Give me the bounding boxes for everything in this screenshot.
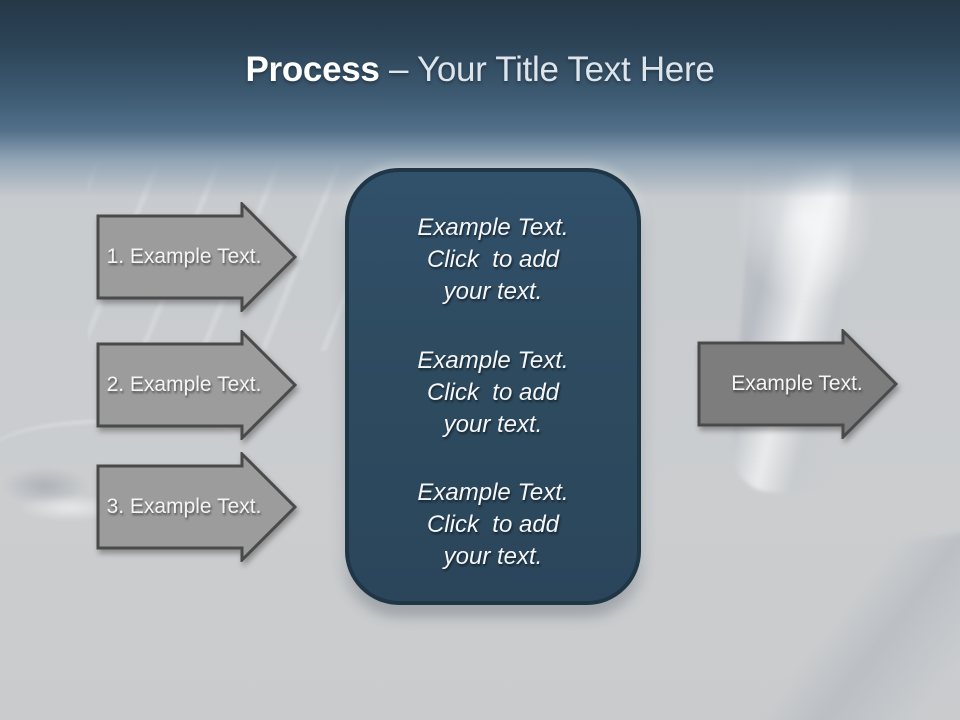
right-arrow-shape-icon <box>96 452 298 562</box>
step-1-label: 1. Example Text. <box>106 245 262 268</box>
background-corner-shade <box>664 527 960 720</box>
step-2-label: 2. Example Text. <box>106 373 262 396</box>
title-band: Process – Your Title Text Here <box>0 0 960 198</box>
process-description-box[interactable]: Example Text. Click to add your text. Ex… <box>345 168 641 605</box>
right-arrow-shape-icon <box>96 330 298 440</box>
process-step-arrow-1[interactable]: 1. Example Text. <box>96 202 298 312</box>
placeholder-text-3[interactable]: Example Text. Click to add your text. <box>417 479 569 570</box>
process-step-arrow-3[interactable]: 3. Example Text. <box>96 452 298 562</box>
slide-title-subtitle: – Your Title Text Here <box>389 50 715 89</box>
step-3-label: 3. Example Text. <box>106 495 262 518</box>
slide-title[interactable]: Process – Your Title Text Here <box>0 50 960 90</box>
slide-title-keyword: Process <box>245 50 380 89</box>
process-output-arrow[interactable]: Example Text. <box>697 329 899 439</box>
output-label: Example Text. <box>731 372 863 395</box>
process-step-arrow-2[interactable]: 2. Example Text. <box>96 330 298 440</box>
right-arrow-shape-icon <box>96 202 298 312</box>
placeholder-text-2[interactable]: Example Text. Click to add your text. <box>417 346 569 438</box>
placeholder-text-1[interactable]: Example Text. Click to add your text. <box>417 214 569 305</box>
right-arrow-shape-icon <box>697 329 899 439</box>
